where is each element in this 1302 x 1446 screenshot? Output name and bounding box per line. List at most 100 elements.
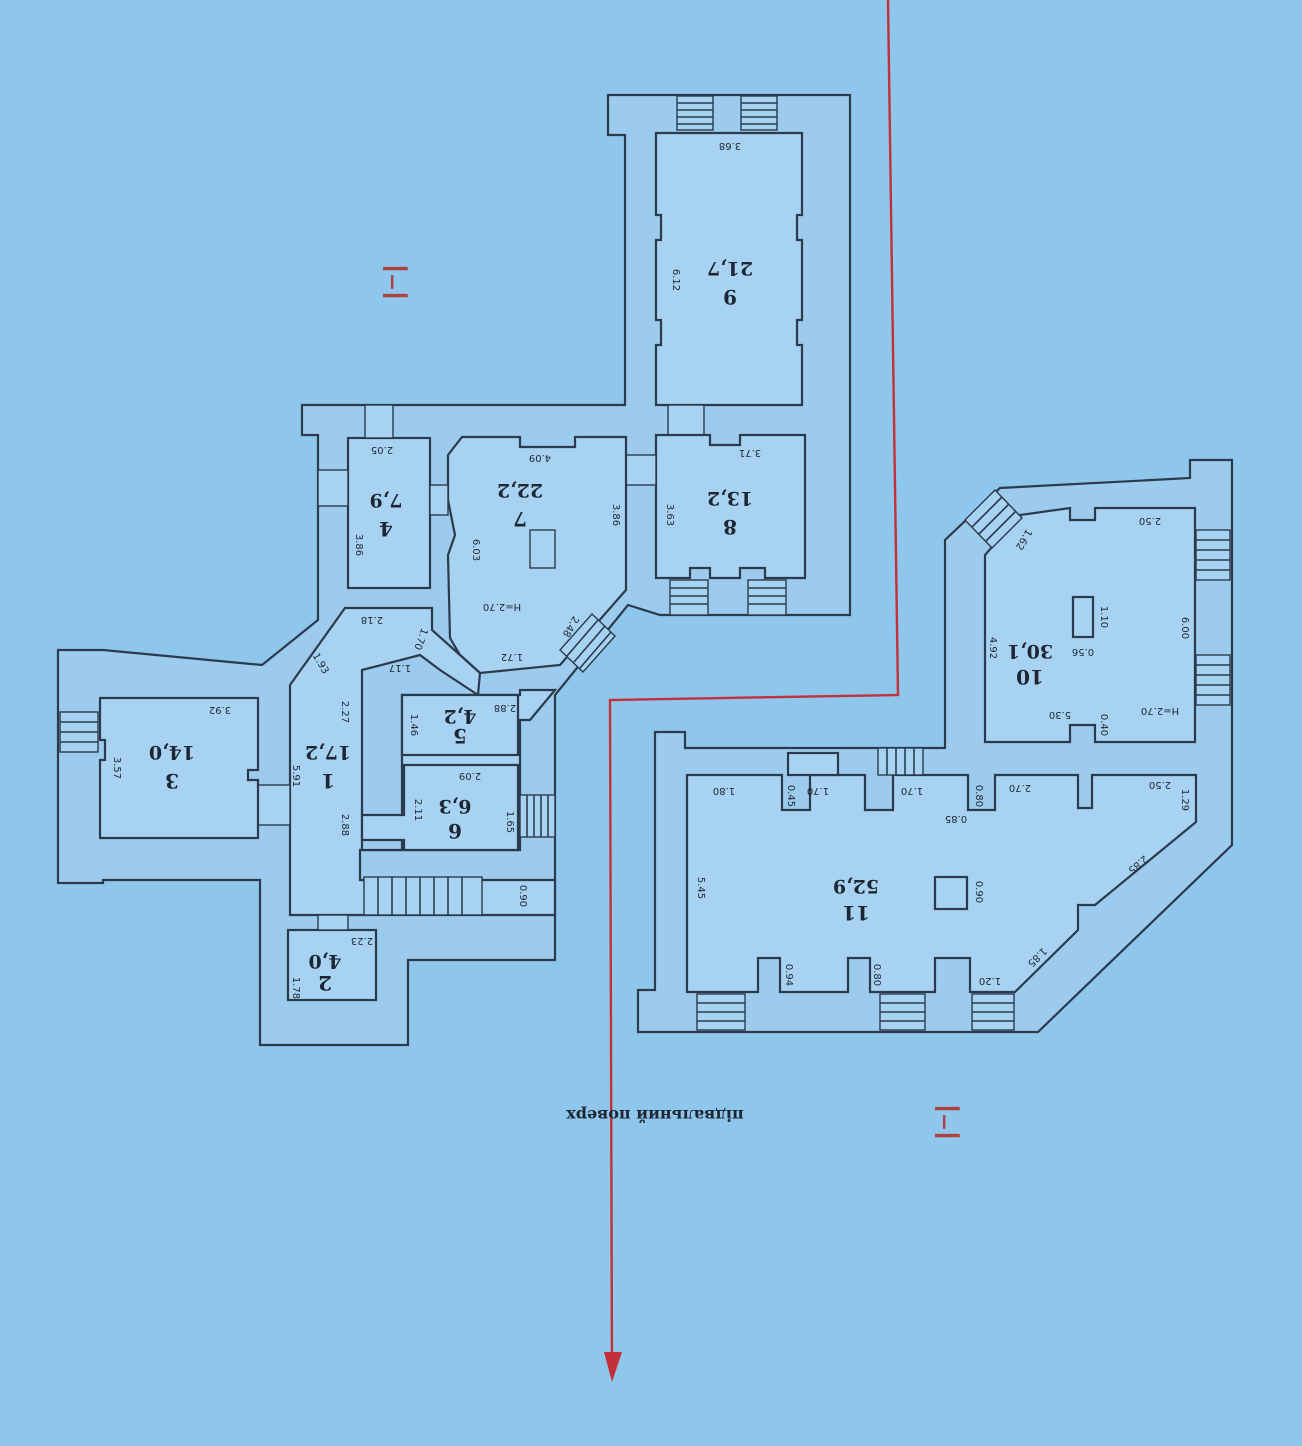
dim: 6.00	[1179, 617, 1190, 639]
door-7-8	[625, 454, 657, 486]
dim: 0.90	[517, 885, 528, 907]
dim: 0.45	[785, 785, 796, 807]
dim: 5.45	[695, 877, 706, 899]
room-6-number: 6	[448, 819, 462, 843]
dim: 1.70	[807, 785, 829, 796]
dim: 0.80	[871, 964, 882, 986]
door-2-top	[317, 914, 349, 931]
room-3-area: 14,0	[149, 741, 195, 763]
dim: 2.88	[339, 814, 350, 836]
stair-room6	[519, 794, 556, 838]
dim: 1.46	[408, 714, 419, 736]
door-4-top	[364, 404, 394, 439]
door-4-7	[429, 484, 449, 516]
dim: 2.70	[1009, 782, 1031, 793]
section-mark-lower: I–I	[926, 1103, 966, 1140]
dim: 5.91	[290, 765, 301, 787]
dim: 1.72	[501, 651, 523, 662]
room-6	[360, 763, 520, 852]
room-11-area: 52,9	[833, 875, 879, 897]
section-arrow-icon	[604, 1352, 622, 1382]
room-4-number: 4	[379, 517, 393, 541]
dim: 3.92	[209, 704, 231, 715]
room-7	[446, 435, 628, 675]
room-4	[346, 436, 432, 590]
dim: 2.27	[339, 701, 350, 723]
dim: 2.09	[459, 770, 481, 781]
dim: 2.18	[361, 614, 383, 625]
stair-room10-top	[964, 489, 1023, 549]
dim: 2.23	[351, 935, 373, 946]
room-2-number: 2	[318, 971, 332, 995]
dim: 2.05	[371, 444, 393, 455]
door-1-3	[257, 784, 291, 826]
stair-room8	[669, 579, 787, 616]
dim: 0.85	[945, 813, 967, 824]
dim: 6.03	[470, 539, 481, 561]
room-labels: 9 21,7 8 13,2 7 22,2 4 7,9 3 14,0 1 17,2…	[149, 257, 1053, 995]
dim: 1.17	[389, 662, 411, 673]
room-5	[400, 693, 520, 757]
dim: 0.94	[783, 964, 794, 986]
room-3-number: 3	[165, 769, 179, 793]
section-mark-upper: I–I	[374, 263, 414, 300]
door-4-left	[317, 469, 349, 507]
stair-room3	[59, 711, 99, 753]
dim: 1.78	[290, 977, 301, 999]
dim: 3.71	[739, 447, 761, 458]
room-9-number: 9	[723, 285, 737, 309]
room-5-area: 4,2	[443, 705, 476, 727]
room-9	[654, 131, 804, 407]
dim: 2.11	[412, 799, 423, 821]
room-10-area: 30,1	[1007, 640, 1053, 662]
room-7-area: 22,2	[497, 479, 543, 501]
dim: 3.86	[610, 504, 621, 526]
section-line	[604, 0, 900, 1382]
dim: 0.80	[973, 785, 984, 807]
dim: 0.40	[1098, 714, 1109, 736]
dim: 1.65	[504, 811, 515, 833]
dim: 3.68	[719, 140, 741, 151]
dim: 4.09	[529, 452, 551, 463]
stair-room7	[559, 612, 616, 674]
room-10-number: 10	[1016, 665, 1044, 689]
room-1-area: 17,2	[305, 741, 351, 763]
stair-room10-right	[1195, 529, 1231, 706]
room-9-area: 21,7	[707, 257, 753, 279]
dim: 1.10	[1098, 606, 1109, 628]
stair-room9-top	[676, 95, 778, 131]
room-8-number: 8	[723, 515, 737, 539]
dim: 4.92	[987, 637, 998, 659]
dim: 2.50	[1149, 779, 1171, 790]
dim: 5.30	[1049, 709, 1071, 720]
dim: 3.86	[353, 534, 364, 556]
dim: 1.29	[1179, 789, 1190, 811]
room-11-number: 11	[842, 901, 870, 925]
dim: 3.57	[111, 757, 122, 779]
room-3	[98, 696, 260, 840]
stair-room11-bottom	[696, 993, 1015, 1031]
room-4-area: 7,9	[369, 489, 402, 511]
dim: 2.50	[1139, 515, 1161, 526]
floor-caption: підвальний поверх	[566, 1106, 744, 1125]
stair-corridor	[363, 876, 483, 916]
door-9-8	[667, 404, 705, 436]
room-10	[983, 506, 1197, 744]
dim: 2.88	[494, 702, 516, 713]
dim: 0.90	[973, 881, 984, 903]
stair-room11-top	[877, 747, 924, 776]
room-11	[685, 751, 1198, 994]
room-5-number: 5	[453, 724, 467, 748]
room-6-area: 6,3	[438, 795, 471, 817]
room-1-number: 1	[321, 769, 335, 793]
room-8-area: 13,2	[707, 487, 753, 509]
dim: 6.12	[670, 269, 681, 291]
dim: H=2.70	[483, 601, 521, 612]
room-2-area: 4,0	[308, 950, 341, 972]
room-8	[654, 433, 807, 580]
dim: 3.63	[664, 504, 675, 526]
room-7-number: 7	[513, 507, 527, 531]
dim: H=2.70	[1141, 705, 1179, 716]
dim: 1.80	[713, 785, 735, 796]
